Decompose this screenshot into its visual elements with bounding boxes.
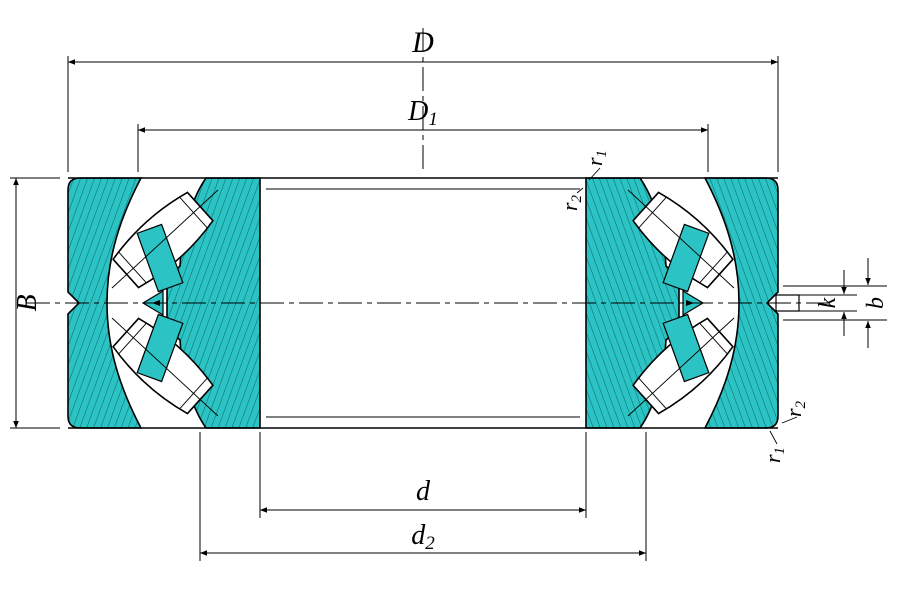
- roller-axis-line-lower: [111, 317, 219, 417]
- dim-label-D: D: [411, 26, 434, 59]
- label-r2-top-sub: 2: [569, 194, 585, 202]
- label-r1-bottom-base: r: [760, 454, 785, 463]
- label-r1-bottom-sub: 1: [772, 447, 788, 455]
- dimension-b: b: [783, 258, 889, 348]
- dimension-d2: d2: [199, 432, 647, 561]
- dim-label-D1: D1: [407, 96, 438, 130]
- dim-label-k: k: [815, 297, 841, 308]
- dimension-B: B: [10, 177, 60, 429]
- label-r2-top-base: r: [557, 202, 582, 211]
- leader-line: [588, 167, 601, 181]
- dimension-d: d: [259, 432, 587, 518]
- dim-label-D1-sub: 1: [428, 109, 438, 130]
- label-r2-bottom: r2: [781, 400, 809, 417]
- chamfer-labels-od: r2 r1: [760, 400, 809, 463]
- dimension-D1: D1: [137, 96, 709, 172]
- dim-label-d2-sub: 2: [425, 533, 435, 554]
- leader-line: [769, 430, 778, 445]
- label-r1-top-sub: 1: [594, 150, 610, 158]
- roller-end-line: [118, 322, 147, 355]
- dimension-D: D: [67, 26, 779, 172]
- dim-label-b: b: [863, 297, 889, 309]
- dim-label-B: B: [12, 294, 43, 311]
- label-r2-bottom-base: r: [781, 408, 806, 417]
- roller-end-line: [118, 251, 147, 284]
- cage-bar-lower: [136, 313, 184, 383]
- chamfer-labels-bore: r1 r2: [557, 150, 610, 211]
- dimension-k: k: [799, 270, 857, 336]
- label-r2-bottom-sub: 2: [793, 400, 809, 408]
- leader-line: [576, 187, 584, 194]
- leader-line: [781, 416, 798, 424]
- label-r1-bottom: r1: [760, 447, 788, 463]
- roller-axis-line-upper: [111, 189, 219, 289]
- label-r1-top-base: r: [582, 157, 607, 166]
- dim-label-d2: d2: [411, 520, 435, 554]
- cage-bar-upper: [136, 223, 184, 293]
- label-r2-top: r2: [557, 194, 585, 211]
- dim-label-d: d: [416, 476, 431, 507]
- dim-label-D1-base: D: [407, 96, 428, 127]
- dim-label-d2-base: d: [411, 520, 426, 551]
- label-r1-top: r1: [582, 150, 610, 166]
